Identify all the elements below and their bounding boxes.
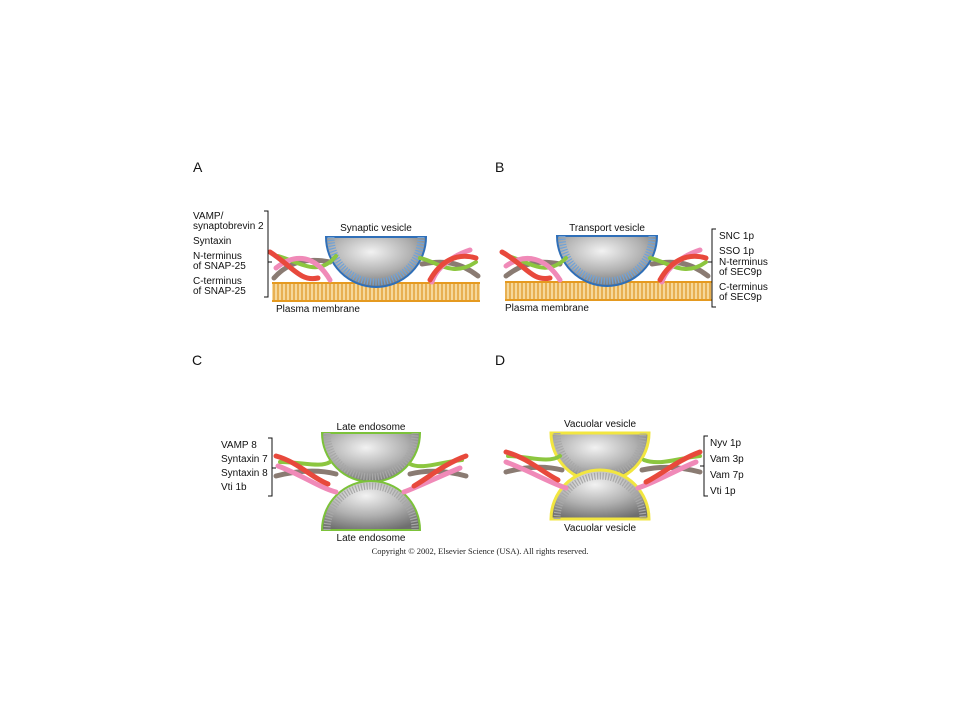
- label-b-3: N-terminus: [719, 257, 768, 268]
- label-d-3: Vam 7p: [710, 470, 744, 481]
- snare-bundle-c-right: [401, 453, 469, 495]
- snare-bundle-a-left: [267, 249, 338, 283]
- label-b-4: of SEC9p: [719, 267, 762, 278]
- label-b-2: SSO 1p: [719, 246, 754, 257]
- late-endosome-bottom: [320, 480, 422, 531]
- panel-c-letter: C: [192, 352, 202, 368]
- panel-a-letter: A: [193, 159, 203, 175]
- vesicle-label-a: Synaptic vesicle: [340, 223, 412, 234]
- label-c-1: VAMP 8: [221, 440, 257, 451]
- label-a-3: Syntaxin: [193, 236, 231, 247]
- membrane-label-b: Plasma membrane: [505, 303, 589, 314]
- bottom-vesicle-label-c: Late endosome: [337, 533, 406, 544]
- transport-vesicle: [555, 235, 659, 287]
- snare-bundle-d-left: [503, 449, 569, 491]
- label-b-6: of SEC9p: [719, 292, 762, 303]
- label-d-1: Nyv 1p: [710, 438, 742, 449]
- panel-a: A Plasma membrane Synaptic vesicle: [193, 159, 481, 315]
- panel-b: B Plasma membrane Transport vesicle SNC: [495, 159, 768, 314]
- label-a-2: synaptobrevin 2: [193, 221, 264, 232]
- label-list-c: VAMP 8 Syntaxin 7 Syntaxin 8 Vti 1b: [221, 437, 276, 497]
- label-d-2: Vam 3p: [710, 454, 744, 465]
- label-a-7: of SNAP-25: [193, 286, 246, 297]
- snare-bundle-a-right: [418, 247, 481, 285]
- vacuolar-vesicle-bottom: [549, 468, 651, 521]
- bottom-vesicle-label-d: Vacuolar vesicle: [564, 523, 637, 534]
- label-b-1: SNC 1p: [719, 231, 754, 242]
- synaptic-vesicle: [324, 236, 428, 288]
- label-a-4: N-terminus: [193, 251, 242, 262]
- panel-b-letter: B: [495, 159, 504, 175]
- label-list-d: Nyv 1p Vam 3p Vam 7p Vti 1p: [700, 435, 744, 497]
- label-list-a: VAMP/ synaptobrevin 2 Syntaxin N-terminu…: [193, 210, 272, 298]
- label-a-6: C-terminus: [193, 276, 242, 287]
- label-c-3: Syntaxin 8: [221, 468, 268, 479]
- copyright-notice: Copyright © 2002, Elsevier Science (USA)…: [371, 546, 589, 556]
- label-b-5: C-terminus: [719, 282, 768, 293]
- snare-bundle-b-right: [648, 247, 711, 285]
- panel-d: D Vacuolar vesicle Vacuolar vesicle Nyv …: [495, 352, 744, 534]
- snare-bundle-d-right: [635, 449, 703, 491]
- snare-bundle-b-left: [499, 249, 568, 283]
- label-list-b: SNC 1p SSO 1p N-terminus of SEC9p C-term…: [708, 228, 768, 308]
- label-d-4: Vti 1p: [710, 486, 736, 497]
- top-vesicle-label-c: Late endosome: [337, 422, 406, 433]
- snare-bundle-c-left: [273, 453, 339, 495]
- label-c-2: Syntaxin 7: [221, 454, 268, 465]
- membrane-label-a: Plasma membrane: [276, 304, 360, 315]
- panel-d-letter: D: [495, 352, 505, 368]
- top-vesicle-label-d: Vacuolar vesicle: [564, 419, 637, 430]
- panel-c: C Late endosome Late endosome VAMP 8 Syn…: [192, 352, 469, 544]
- label-c-4: Vti 1b: [221, 482, 247, 493]
- label-a-1: VAMP/: [193, 211, 224, 222]
- label-a-5: of SNAP-25: [193, 261, 246, 272]
- vesicle-label-b: Transport vesicle: [569, 223, 645, 234]
